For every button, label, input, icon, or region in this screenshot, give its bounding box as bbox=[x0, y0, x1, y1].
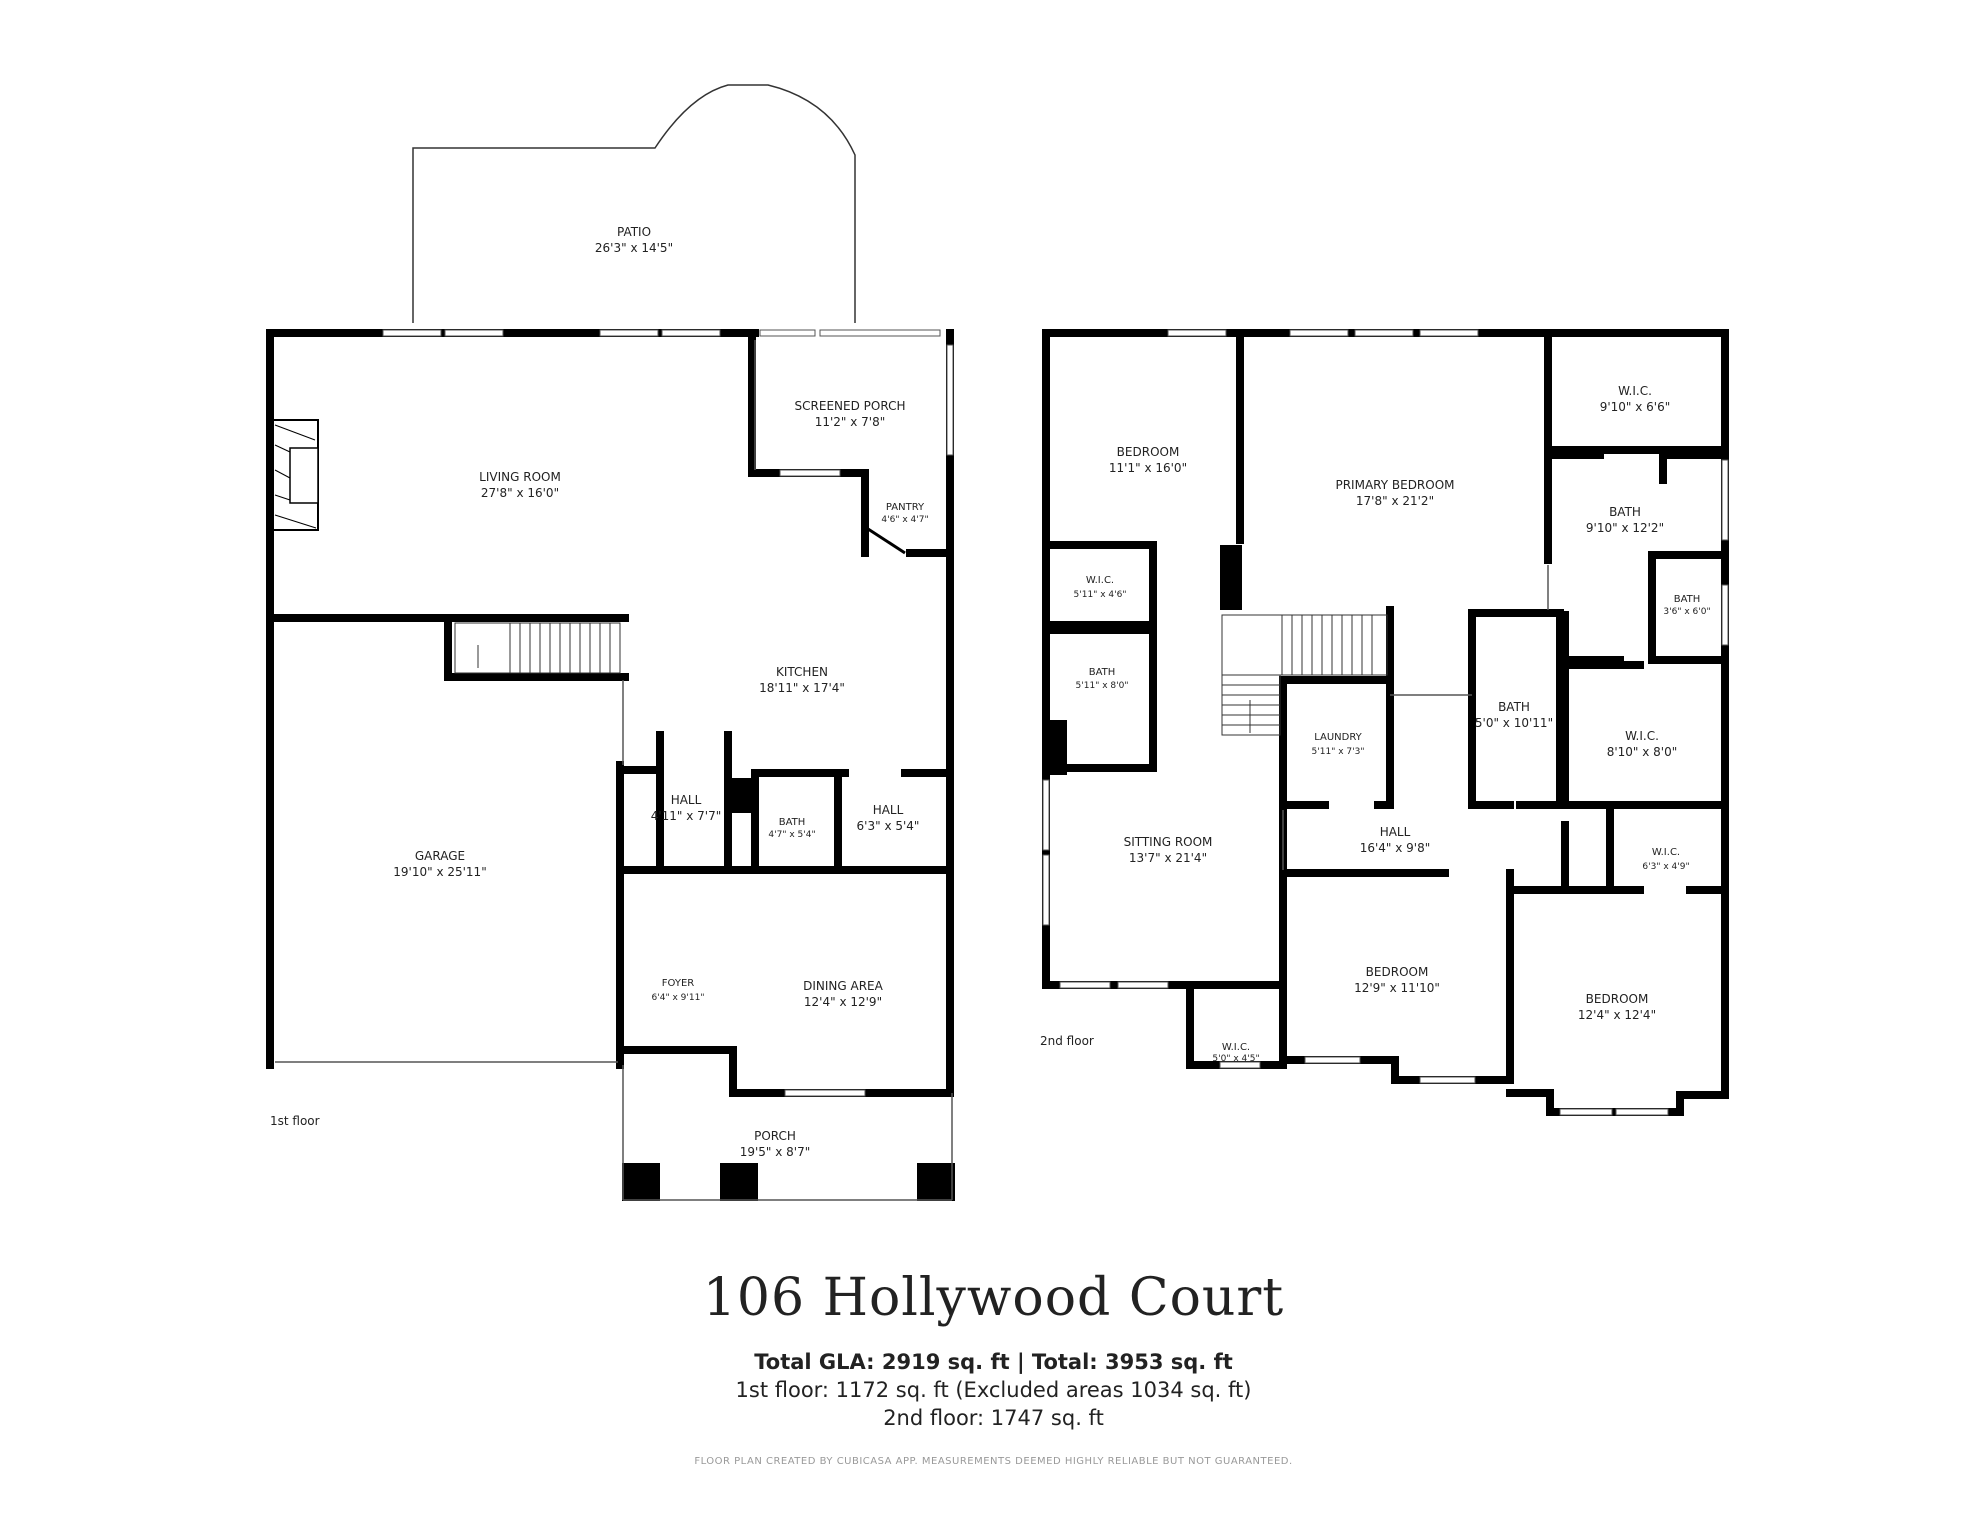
room-label-dim: 5'11" x 4'6" bbox=[1074, 590, 1127, 600]
second-floor-plan: BEDROOM 11'1" x 16'0" PRIMARY BEDROOM 17… bbox=[1040, 329, 1729, 1116]
room-label-dim: 9'10" x 12'2" bbox=[1586, 521, 1664, 535]
room-label-name: PRIMARY BEDROOM bbox=[1335, 478, 1454, 492]
room-label-name: BATH bbox=[1674, 594, 1701, 605]
room-label-dim: 26'3" x 14'5" bbox=[595, 241, 673, 255]
disclaimer-footer: FLOOR PLAN CREATED BY CUBICASA APP. MEAS… bbox=[694, 1456, 1293, 1467]
room-label-dim: 5'11" x 7'3" bbox=[1312, 747, 1365, 757]
room-label-dim: 9'10" x 6'6" bbox=[1600, 400, 1671, 414]
room-label-name: HALL bbox=[1380, 825, 1411, 839]
room-label-name: PATIO bbox=[617, 225, 651, 239]
room-label-name: W.I.C. bbox=[1222, 1042, 1250, 1053]
room-label-name: LIVING ROOM bbox=[479, 470, 561, 484]
room-label-dim: 27'8" x 16'0" bbox=[481, 486, 559, 500]
room-label-name: LAUNDRY bbox=[1314, 732, 1362, 743]
patio-outline bbox=[412, 84, 856, 323]
room-label-name: BEDROOM bbox=[1117, 445, 1180, 459]
room-label-name: SITTING ROOM bbox=[1124, 835, 1213, 849]
room-label-name: BEDROOM bbox=[1586, 992, 1649, 1006]
room-label-dim: 5'0" x 4'5" bbox=[1212, 1054, 1259, 1064]
room-label-name: PORCH bbox=[754, 1129, 796, 1143]
room-label-name: DINING AREA bbox=[803, 979, 884, 993]
room-label-name: BATH bbox=[779, 817, 806, 828]
room-label-dim: 4'11" x 7'7" bbox=[651, 809, 722, 823]
room-label-name: BATH bbox=[1089, 667, 1116, 678]
room-label-name: W.I.C. bbox=[1652, 847, 1680, 858]
room-label-dim: 19'5" x 8'7" bbox=[740, 1145, 811, 1159]
room-label-dim: 6'3" x 5'4" bbox=[857, 819, 920, 833]
room-label-name: GARAGE bbox=[415, 849, 465, 863]
total-area-line: Total GLA: 2919 sq. ft | Total: 3953 sq.… bbox=[754, 1350, 1233, 1374]
room-label-name: PANTRY bbox=[886, 502, 925, 513]
floor1-area-line: 1st floor: 1172 sq. ft (Excluded areas 1… bbox=[735, 1378, 1252, 1402]
room-label-dim: 11'1" x 16'0" bbox=[1109, 461, 1187, 475]
first-floor-plan: PATIO 26'3" x 14'5" SCREENED PORCH 11'2"… bbox=[266, 84, 955, 1201]
room-label-name: HALL bbox=[873, 803, 904, 817]
room-label-name: KITCHEN bbox=[776, 665, 828, 679]
stairs-1st bbox=[454, 622, 621, 674]
room-label-name: W.I.C. bbox=[1625, 729, 1659, 743]
room-label-name: BATH bbox=[1609, 505, 1641, 519]
floor2-area-line: 2nd floor: 1747 sq. ft bbox=[883, 1406, 1104, 1430]
room-label-name: BATH bbox=[1498, 700, 1530, 714]
stairs-2nd bbox=[1221, 614, 1388, 736]
room-label-name: W.I.C. bbox=[1086, 575, 1114, 586]
room-label-dim: 8'10" x 8'0" bbox=[1607, 745, 1678, 759]
room-label-name: FOYER bbox=[662, 978, 695, 989]
room-label-dim: 18'11" x 17'4" bbox=[759, 681, 845, 695]
room-label-dim: 6'3" x 4'9" bbox=[1642, 862, 1689, 872]
floor-label-1st: 1st floor bbox=[270, 1114, 320, 1128]
room-label-name: BEDROOM bbox=[1366, 965, 1429, 979]
room-label-dim: 16'4" x 9'8" bbox=[1360, 841, 1431, 855]
room-label-dim: 6'4" x 9'11" bbox=[652, 993, 705, 1003]
room-label-dim: 11'2" x 7'8" bbox=[815, 415, 886, 429]
room-label-dim: 5'11" x 8'0" bbox=[1076, 681, 1129, 691]
room-label-name: HALL bbox=[671, 793, 702, 807]
room-label-dim: 4'7" x 5'4" bbox=[768, 830, 815, 840]
room-label-dim: 5'0" x 10'11" bbox=[1475, 716, 1553, 730]
fireplace bbox=[272, 419, 319, 531]
floor-label-2nd: 2nd floor bbox=[1040, 1034, 1094, 1048]
room-label-dim: 3'6" x 6'0" bbox=[1663, 607, 1710, 617]
room-label-name: W.I.C. bbox=[1618, 384, 1652, 398]
property-address: 106 Hollywood Court bbox=[702, 1268, 1285, 1328]
room-label-dim: 17'8" x 21'2" bbox=[1356, 494, 1434, 508]
room-label-name: SCREENED PORCH bbox=[795, 399, 906, 413]
room-label-dim: 12'4" x 12'4" bbox=[1578, 1008, 1656, 1022]
room-label-dim: 12'9" x 11'10" bbox=[1354, 981, 1440, 995]
room-label-dim: 4'6" x 4'7" bbox=[881, 515, 928, 525]
room-label-dim: 19'10" x 25'11" bbox=[393, 865, 486, 879]
room-label-dim: 12'4" x 12'9" bbox=[804, 995, 882, 1009]
room-label-dim: 13'7" x 21'4" bbox=[1129, 851, 1207, 865]
